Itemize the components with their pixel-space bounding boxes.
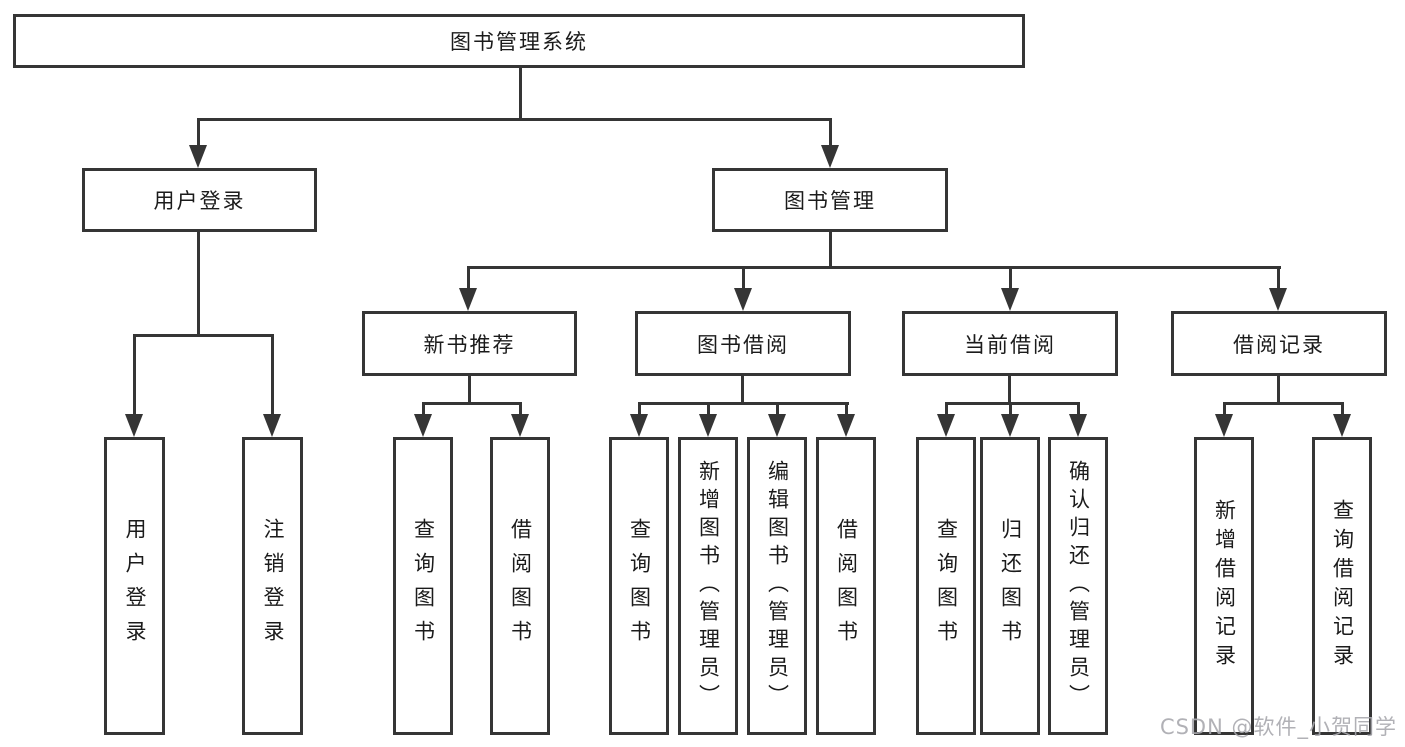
- connector-sec2-child-2: [707, 405, 710, 414]
- leaf-query-borrow-record-label: 查询借阅记录: [1330, 499, 1355, 673]
- connector-sec2-child-4: [845, 405, 848, 414]
- connector-sec3-child-1: [945, 405, 948, 414]
- arrowhead-sec3-child-2: [1001, 414, 1019, 437]
- connector-login-stem: [197, 232, 200, 336]
- connector-section-2: [742, 269, 745, 288]
- connector-sec1-split: [422, 402, 522, 405]
- leaf-confirm-return-admin-label: 确认归还（管理员）: [1066, 460, 1091, 712]
- arrowhead-mgmt: [821, 145, 839, 168]
- arrowhead-sec1-child-1: [414, 414, 432, 437]
- connector-sec3-child-2: [1009, 405, 1012, 414]
- connector-branch-login: [197, 121, 200, 147]
- arrowhead-sec3-child-3: [1069, 414, 1087, 437]
- leaf-logout: 注销登录: [242, 437, 303, 735]
- arrowhead-section-2: [734, 288, 752, 311]
- connector-section-1: [467, 269, 470, 288]
- connector-login-child-1: [133, 337, 136, 414]
- arrowhead-sec2-child-2: [699, 414, 717, 437]
- arrowhead-sec1-child-2: [511, 414, 529, 437]
- leaf-rec-query-book: 查询图书: [393, 437, 453, 735]
- connector-login-child-2: [271, 337, 274, 414]
- leaf-user-login: 用户登录: [104, 437, 165, 735]
- node-book-mgmt: 图书管理: [712, 168, 948, 232]
- connector-root-stem: [519, 68, 522, 121]
- leaf-edit-book-admin-label: 编辑图书（管理员）: [765, 460, 790, 712]
- arrowhead-login-child-2: [263, 414, 281, 437]
- connector-section-4: [1277, 269, 1280, 288]
- leaf-return-book: 归还图书: [980, 437, 1040, 735]
- leaf-user-login-label: 用户登录: [123, 518, 147, 654]
- connector-mgmt-stem: [829, 232, 832, 268]
- arrowhead-section-4: [1269, 288, 1287, 311]
- csdn-watermark: CSDN @软件_小贺同学: [1159, 715, 1397, 739]
- leaf-add-book-admin: 新增图书（管理员）: [678, 437, 738, 735]
- connector-sec4-child-2: [1341, 405, 1344, 414]
- connector-sec3-child-3: [1077, 405, 1080, 414]
- node-borrow-record: 借阅记录: [1171, 311, 1387, 376]
- node-book-mgmt-label: 图书管理: [784, 189, 876, 213]
- node-borrow-record-label: 借阅记录: [1233, 332, 1325, 357]
- arrowhead-login: [189, 145, 207, 168]
- node-user-login-label: 用户登录: [153, 189, 246, 213]
- connector-root-split: [197, 118, 832, 121]
- arrowhead-sec2-child-1: [630, 414, 648, 437]
- arrowhead-section-3: [1001, 288, 1019, 311]
- connector-sec4-stem: [1277, 376, 1280, 404]
- node-book-borrow: 图书借阅: [635, 311, 851, 376]
- node-book-borrow-label: 图书借阅: [697, 332, 789, 357]
- leaf-borrow-book-label: 借阅图书: [834, 518, 859, 654]
- leaf-borrow-query-book: 查询图书: [609, 437, 669, 735]
- leaf-rec-borrow-book-label: 借阅图书: [508, 518, 533, 654]
- arrowhead-login-child-1: [125, 414, 143, 437]
- connector-sec3-split: [945, 402, 1080, 405]
- connector-branch-mgmt: [829, 121, 832, 147]
- arrowhead-sec4-child-1: [1215, 414, 1233, 437]
- leaf-return-book-label: 归还图书: [998, 518, 1023, 654]
- leaf-add-borrow-record: 新增借阅记录: [1194, 437, 1254, 735]
- leaf-cur-query-book-label: 查询图书: [934, 518, 959, 654]
- node-new-book-rec-label: 新书推荐: [423, 332, 516, 357]
- arrowhead-sec2-child-4: [837, 414, 855, 437]
- arrowhead-sec2-child-3: [768, 414, 786, 437]
- leaf-add-book-admin-label: 新增图书（管理员）: [696, 460, 721, 712]
- connector-sec3-stem: [1008, 376, 1011, 404]
- node-current-borrow: 当前借阅: [902, 311, 1118, 376]
- leaf-edit-book-admin: 编辑图书（管理员）: [747, 437, 807, 735]
- leaf-query-borrow-record: 查询借阅记录: [1312, 437, 1372, 735]
- node-root-label: 图书管理系统: [450, 30, 588, 54]
- node-root: 图书管理系统: [13, 14, 1025, 68]
- arrowhead-sec4-child-2: [1333, 414, 1351, 437]
- arrowhead-sec3-child-1: [937, 414, 955, 437]
- leaf-rec-borrow-book: 借阅图书: [490, 437, 550, 735]
- connector-sec2-split: [638, 402, 849, 405]
- connector-sec2-child-3: [776, 405, 779, 414]
- node-new-book-rec: 新书推荐: [362, 311, 577, 376]
- leaf-logout-label: 注销登录: [261, 518, 285, 654]
- connector-sec1-child-2: [519, 405, 522, 414]
- connector-sec2-stem: [741, 376, 744, 404]
- connector-sec2-child-1: [638, 405, 641, 414]
- connector-sec1-child-1: [422, 405, 425, 414]
- connector-mgmt-split: [467, 266, 1281, 269]
- connector-section-3: [1009, 269, 1012, 288]
- connector-login-split: [133, 334, 274, 337]
- leaf-borrow-query-book-label: 查询图书: [627, 518, 652, 654]
- node-user-login: 用户登录: [82, 168, 317, 232]
- arrowhead-section-1: [459, 288, 477, 311]
- leaf-borrow-book: 借阅图书: [816, 437, 876, 735]
- connector-sec4-split: [1223, 402, 1344, 405]
- leaf-cur-query-book: 查询图书: [916, 437, 976, 735]
- leaf-rec-query-book-label: 查询图书: [411, 518, 436, 654]
- connector-sec4-child-1: [1223, 405, 1226, 414]
- leaf-add-borrow-record-label: 新增借阅记录: [1212, 499, 1237, 673]
- connector-sec1-stem: [468, 376, 471, 404]
- leaf-confirm-return-admin: 确认归还（管理员）: [1048, 437, 1108, 735]
- node-current-borrow-label: 当前借阅: [964, 332, 1056, 357]
